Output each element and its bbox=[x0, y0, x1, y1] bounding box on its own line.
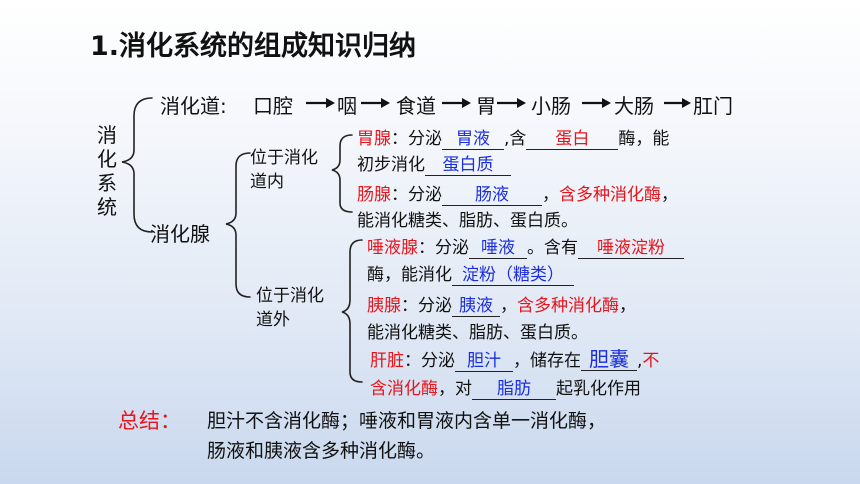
liver-text-4: ，对 bbox=[438, 379, 472, 399]
intestine-gland-line-2: 能消化糖类、脂肪、蛋白质。 bbox=[357, 211, 578, 231]
pancreas-text: ：分泌 bbox=[401, 296, 452, 316]
brace-root bbox=[121, 97, 153, 233]
brace-outside bbox=[341, 239, 363, 383]
stomach-fill-protein: 蛋白 bbox=[526, 130, 619, 150]
saliva-fill-amylase: 唾液淀粉 bbox=[578, 239, 684, 259]
organ-mouth: 口腔 bbox=[253, 94, 293, 118]
stomach-gland-text-3: 酶，能 bbox=[618, 129, 670, 149]
pancreas-line-2: 能消化糖类、脂肪、蛋白质。 bbox=[367, 323, 588, 343]
saliva-gland-text: ：分泌 bbox=[418, 238, 469, 258]
liver-text-2: ，储存在 bbox=[513, 351, 581, 371]
liver-text-5: 起乳化作用 bbox=[556, 379, 641, 399]
summary-line-1: 胆汁不含消化酶；唾液和胃液内含单一消化酶， bbox=[207, 410, 607, 432]
intestine-fill-juice: 肠液 bbox=[442, 186, 542, 206]
summary-text: 胆汁不含消化酶；唾液和胃液内含单一消化酶， 肠液和胰液含多种消化酶。 bbox=[207, 406, 606, 466]
root-label: 消化系统 bbox=[97, 123, 117, 219]
saliva-gland-text-3: 酶，能消化 bbox=[367, 265, 452, 285]
outside-label-line-2: 道外 bbox=[256, 310, 290, 330]
inside-label-line-1: 位于消化 bbox=[250, 148, 318, 168]
liver-text-3: , bbox=[637, 351, 643, 371]
pancreas-fill-juice: 胰液 bbox=[452, 297, 500, 317]
liver-red-note-a: 不 bbox=[642, 351, 660, 371]
intestine-gland-text: ：分泌 bbox=[391, 185, 442, 205]
stomach-fill-protein-substance: 蛋白质 bbox=[425, 156, 511, 176]
intestine-gland-line-1: 肠腺：分泌肠液，含多种消化酶， bbox=[357, 180, 678, 206]
saliva-gland-name: 唾液腺 bbox=[367, 238, 418, 258]
stomach-fill-juice: 胃液 bbox=[442, 130, 504, 150]
summary-line-2: 肠液和胰液含多种消化酶。 bbox=[207, 440, 436, 462]
stomach-gland-text-2: ,含 bbox=[504, 129, 527, 149]
liver-line-1: 肝脏：分泌胆汁，储存在胆囊,不 bbox=[370, 346, 659, 372]
organ-esophagus: 食道 bbox=[396, 94, 436, 118]
glands-label: 消化腺 bbox=[150, 222, 210, 246]
pancreas-name: 胰腺 bbox=[367, 296, 401, 316]
saliva-gland-text-2: 。含有 bbox=[527, 238, 578, 258]
pancreas-text-2: ， bbox=[500, 296, 517, 316]
outside-label-line-1: 位于消化 bbox=[256, 286, 324, 306]
intestine-gland-text-2: ， bbox=[542, 185, 559, 205]
inside-label: 位于消化 道内 bbox=[250, 146, 318, 194]
tract-label: 消化道: bbox=[160, 94, 227, 118]
stomach-gland-name: 胃腺 bbox=[357, 129, 391, 149]
brace-inside bbox=[331, 134, 353, 213]
saliva-gland-line-2: 酶，能消化淀粉（糖类） bbox=[367, 260, 574, 286]
liver-fill-bile: 胆汁 bbox=[455, 352, 513, 372]
outside-label: 位于消化 道外 bbox=[256, 284, 324, 332]
stomach-gland-text: ：分泌 bbox=[391, 129, 442, 149]
organ-stomach: 胃 bbox=[476, 94, 496, 118]
organ-small-intestine: 小肠 bbox=[531, 94, 571, 118]
organ-pharynx: 咽 bbox=[337, 94, 357, 118]
saliva-fill-saliva: 唾液 bbox=[469, 239, 527, 259]
liver-fill-gallbladder: 胆囊 bbox=[581, 349, 637, 371]
intestine-red-note: 含多种消化酶 bbox=[559, 185, 661, 205]
brace-glands bbox=[225, 152, 251, 298]
pancreas-line-1: 胰腺：分泌胰液，含多种消化酶， bbox=[367, 291, 636, 317]
saliva-fill-starch: 淀粉（糖类） bbox=[452, 266, 574, 286]
pancreas-red-note: 含多种消化酶 bbox=[517, 296, 619, 316]
inside-label-line-2: 道内 bbox=[250, 172, 284, 192]
liver-line-2: 含消化酶，对脂肪起乳化作用 bbox=[370, 374, 641, 400]
liver-text: ：分泌 bbox=[404, 351, 455, 371]
liver-name: 肝脏 bbox=[370, 351, 404, 371]
liver-fill-fat: 脂肪 bbox=[472, 380, 556, 400]
intestine-gland-text-3: ， bbox=[661, 185, 678, 205]
organ-large-intestine: 大肠 bbox=[614, 94, 654, 118]
stomach-gland-text-4: 初步消化 bbox=[357, 155, 425, 175]
pancreas-text-3: ， bbox=[619, 296, 636, 316]
stomach-gland-line-2: 初步消化蛋白质 bbox=[357, 150, 511, 176]
liver-red-note-b: 含消化酶 bbox=[370, 379, 438, 399]
intestine-gland-name: 肠腺 bbox=[357, 185, 391, 205]
organ-anus: 肛门 bbox=[693, 94, 733, 118]
stomach-gland-line-1: 胃腺：分泌胃液,含蛋白酶，能 bbox=[357, 124, 669, 150]
summary-label: 总结： bbox=[118, 409, 181, 433]
page-title: 1.消化系统的组成知识归纳 bbox=[90, 31, 417, 62]
saliva-gland-line-1: 唾液腺：分泌唾液。含有唾液淀粉 bbox=[367, 233, 684, 259]
